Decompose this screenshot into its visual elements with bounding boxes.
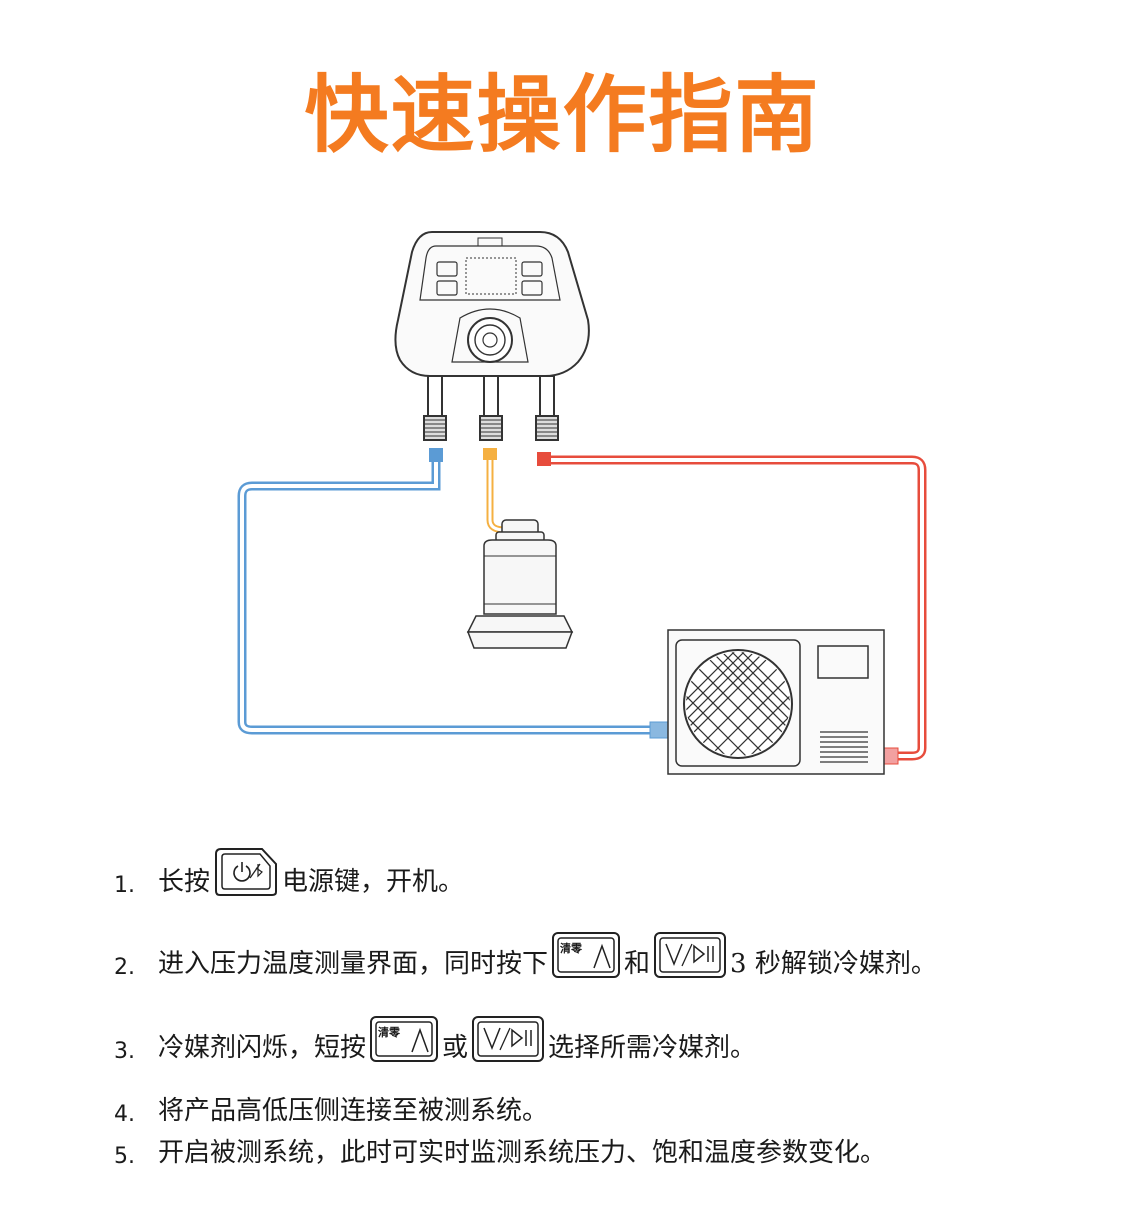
- step-connector: 或: [442, 1033, 469, 1063]
- step-text: 电源键，开机。: [282, 867, 465, 897]
- step-text: 冷媒剂闪烁，短按: [158, 1033, 367, 1063]
- step-4: 4. 将产品高低压侧连接至被测系统。: [114, 1090, 548, 1127]
- step-number: 3.: [114, 1039, 135, 1064]
- step-3: 3. 冷媒剂闪烁，短按 清零 或 选择所需冷媒剂。: [114, 1014, 756, 1064]
- refrigerant-cylinder-on-scale-icon: [466, 519, 574, 649]
- step-number: 1.: [114, 873, 135, 898]
- zero-up-key-icon: 清零: [550, 930, 622, 980]
- page-title: 快速操作指南: [304, 66, 821, 164]
- down-play-pause-key-icon: [652, 930, 728, 980]
- zero-key-label: 清零: [378, 1026, 401, 1039]
- step-number: 4.: [114, 1102, 135, 1127]
- ac-outdoor-unit-icon: [667, 629, 885, 775]
- zero-key-label: 清零: [560, 942, 583, 955]
- step-text: 开启被测系统，此时可实时监测系统压力、饱和温度参数变化。: [158, 1138, 887, 1168]
- down-play-pause-key-icon: [470, 1014, 546, 1064]
- step-1: 1. 长按 电源键，开机。: [114, 846, 464, 898]
- step-number: 5.: [114, 1144, 135, 1169]
- zero-up-key-icon: 清零: [368, 1014, 440, 1064]
- step-number: 2.: [114, 955, 135, 980]
- step-text: 长按: [158, 867, 211, 897]
- step-text: 3 秒解锁冷媒剂。: [730, 949, 937, 979]
- step-text: 进入压力温度测量界面，同时按下: [158, 949, 549, 979]
- charge-hose: [483, 448, 506, 534]
- low-pressure-hose: [237, 448, 669, 739]
- step-text: 将产品高低压侧连接至被测系统。: [158, 1096, 549, 1126]
- power-bluetooth-key-icon: [212, 846, 280, 898]
- step-2: 2. 进入压力温度测量界面，同时按下 清零 和 3 秒解锁冷媒剂。: [114, 930, 937, 980]
- step-5: 5. 开启被测系统，此时可实时监测系统压力、饱和温度参数变化。: [114, 1132, 886, 1169]
- digital-manifold-gauge-icon: [394, 231, 590, 441]
- connection-diagram: [237, 231, 927, 775]
- step-connector: 和: [624, 949, 651, 979]
- step-text: 选择所需冷媒剂。: [548, 1033, 757, 1063]
